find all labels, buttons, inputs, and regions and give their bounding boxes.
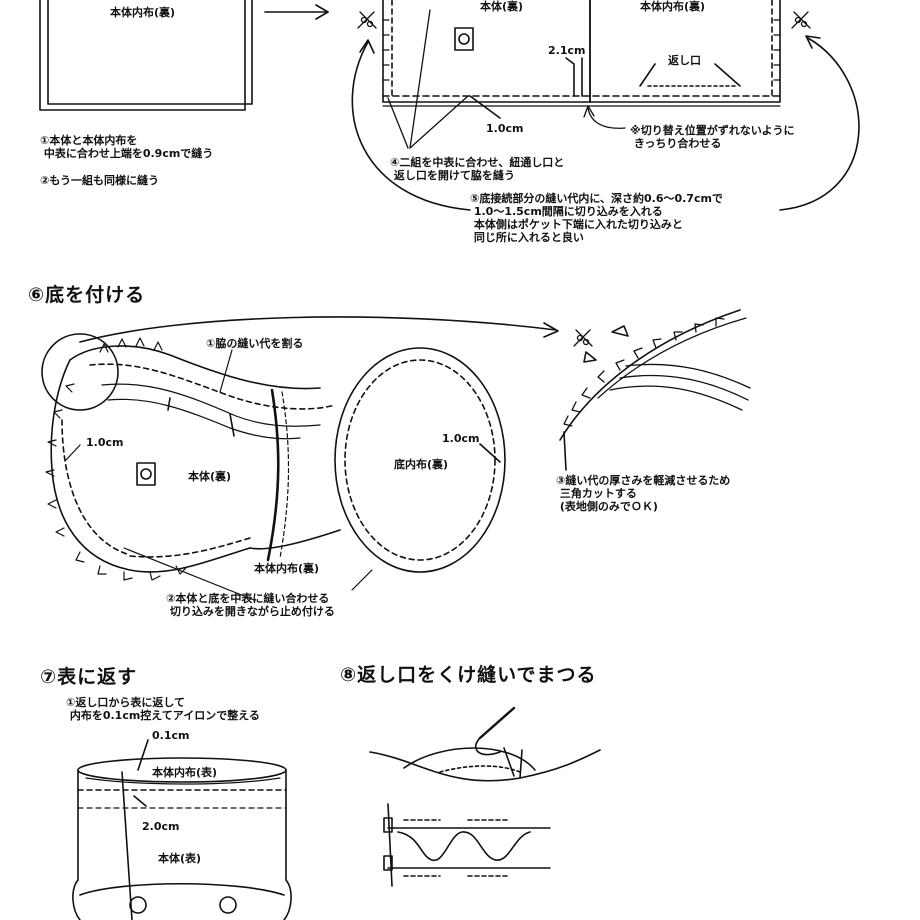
body-reverse-label: 本体(裏)	[188, 470, 232, 483]
note-step-1: ①本体と本体内布を 中表に合わせ上端を0.9cmで縫う	[40, 134, 214, 160]
bag-drawing	[72, 739, 292, 920]
scissors-icon	[791, 11, 811, 29]
leader-lines	[65, 349, 373, 601]
detail-zoom-circle	[41, 333, 119, 411]
section-8-heading: ⑧返し口をくけ縫いでまつる	[340, 664, 597, 686]
left-panel-label: 本体内布(裏)	[110, 6, 176, 19]
right-panel-right-label: 本体内布(裏)	[640, 0, 706, 13]
long-arrow	[79, 316, 559, 343]
note-step-5: ⑤底接続部分の縫い代内に、深さ約0.6～0.7cmで 1.0～1.5cm間隔に切…	[470, 192, 723, 244]
note-7-1: ①返し口から表に返して 内布を0.1cm控えてアイロンで整える	[66, 696, 260, 722]
note-step-4: ④二組を中表に合わせ、紐通し口と 返し口を開けて脇を縫う	[390, 156, 565, 182]
note-6-3: ③縫い代の厚さみを軽減させるため 三角カットする (表地側のみでＯＫ)	[556, 474, 731, 513]
right-fabric-panels	[382, 0, 781, 119]
body-tube	[50, 345, 341, 573]
section-7-heading: ⑦表に返す	[40, 666, 138, 688]
bag-lining-label: 本体内布(表)	[152, 766, 218, 779]
arrow-right	[264, 4, 329, 20]
seam-left-label: 1.0cm	[86, 436, 124, 449]
stitch-drawing	[369, 706, 601, 887]
opening-label: 返し口	[668, 54, 701, 67]
body-lining-label: 本体内布(裏)	[254, 562, 320, 575]
section-6-heading: ⑥底を付ける	[28, 284, 146, 306]
note-align: ※切り替え位置がずれないように きっちり合わせる	[630, 124, 795, 150]
scissors-icon	[573, 329, 593, 347]
left-fabric-panel	[39, 0, 253, 111]
seam-1-0-top: 1.0cm	[486, 122, 524, 135]
note-6-2: ②本体と底を中表に縫い合わせる 切り込みを開きながら止め付ける	[166, 592, 335, 618]
note-step-2: ②もう一組も同様に縫う	[40, 174, 159, 187]
dim-0-1-label: 0.1cm	[152, 729, 190, 742]
curved-arrow-left	[351, 39, 471, 211]
bottom-oval	[334, 347, 506, 573]
seam-right-label: 1.0cm	[442, 432, 480, 445]
seam-width-2-1: 2.1cm	[548, 44, 586, 57]
note-6-1: ①脇の縫い代を割る	[206, 337, 304, 350]
right-panel-left-label: 本体(裏)	[480, 0, 524, 13]
bag-body-label: 本体(表)	[158, 852, 202, 865]
detail-zoom-view	[559, 309, 751, 471]
leader-lines	[387, 9, 626, 149]
bottom-lining-label: 底内布(裏)	[394, 458, 449, 471]
notch-marks	[45, 337, 187, 581]
scissors-icon	[357, 11, 377, 29]
dim-2-0-label: 2.0cm	[142, 820, 180, 833]
curved-arrow-right	[779, 35, 860, 211]
